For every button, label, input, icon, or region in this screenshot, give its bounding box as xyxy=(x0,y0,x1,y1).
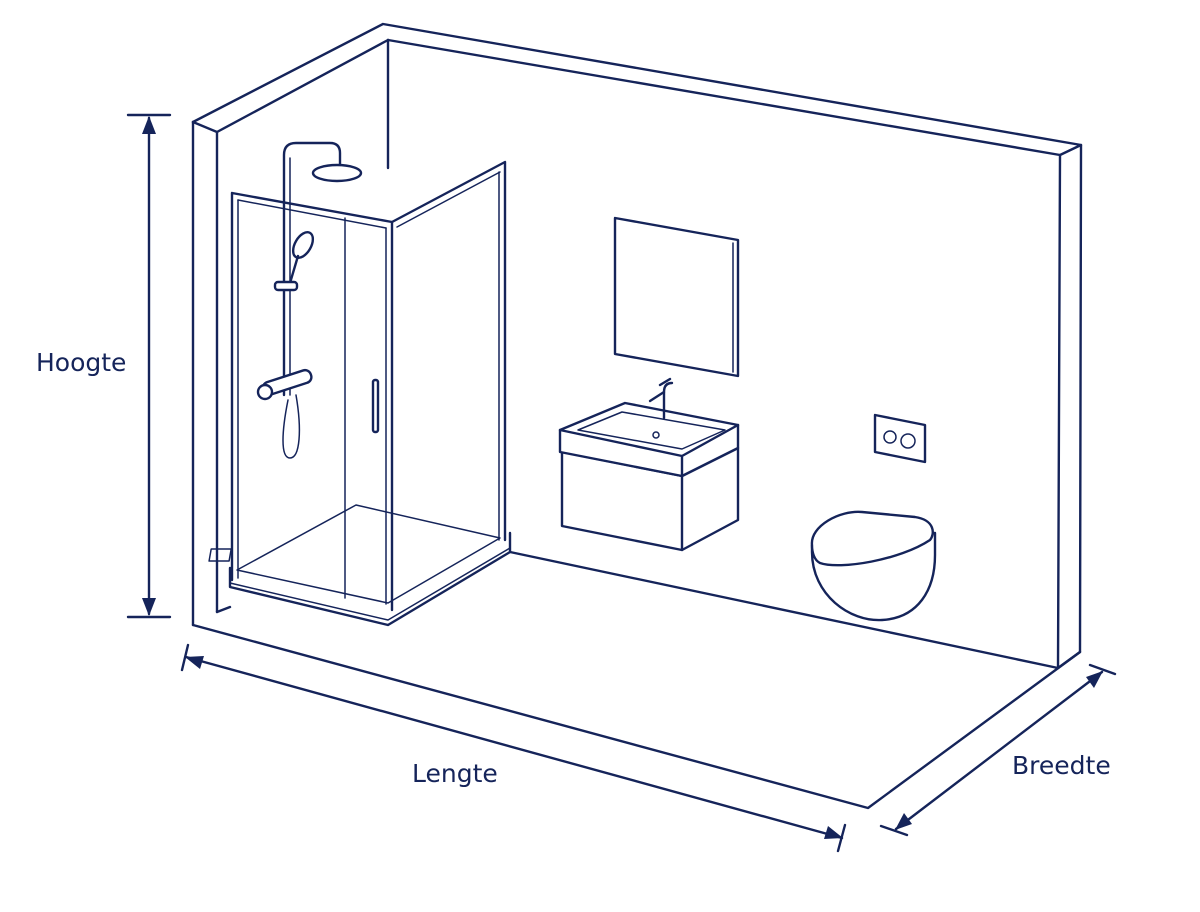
glass-panel-front-top-inner xyxy=(237,199,387,229)
flush-plate xyxy=(873,413,927,464)
washbasin-drain xyxy=(652,431,660,439)
left-wall-inner-top xyxy=(215,38,390,134)
height-dimension: Hoogte xyxy=(36,113,172,619)
width-arrowhead-bottom xyxy=(895,813,912,830)
thermostat-knob xyxy=(256,383,274,401)
back-wall xyxy=(386,38,1062,670)
shower-enclosure xyxy=(208,141,512,627)
width-arrow-line xyxy=(894,670,1104,831)
mirror-frame xyxy=(613,216,740,378)
width-arrowhead-top xyxy=(1086,671,1103,688)
flush-button-large xyxy=(900,433,916,449)
shower-door-handle xyxy=(371,378,380,434)
height-arrowhead-top xyxy=(142,116,156,134)
left-wall-cap xyxy=(191,120,219,134)
toilet-lid xyxy=(810,510,934,567)
length-arrowhead-right xyxy=(824,826,843,839)
hand-shower-handle xyxy=(288,254,300,285)
glass-panel-side-inner xyxy=(396,171,501,228)
height-label: Hoogte xyxy=(36,348,126,377)
width-tick-bottom xyxy=(879,824,909,837)
floor-outline xyxy=(191,623,1082,810)
length-arrowhead-left xyxy=(185,656,204,669)
wall-top-edge xyxy=(191,22,1083,147)
vanity-unit xyxy=(558,377,740,552)
glass-panel-front xyxy=(230,191,394,612)
rain-shower-head xyxy=(311,163,363,183)
length-arrow-line xyxy=(184,655,844,840)
washbasin-rim xyxy=(558,423,740,478)
width-tick-top xyxy=(1088,663,1117,676)
shower-slider xyxy=(273,280,299,292)
washbasin-bowl xyxy=(577,411,726,450)
width-dimension: Breedte xyxy=(879,663,1117,837)
height-arrowhead-bottom xyxy=(142,598,156,616)
shower-drain xyxy=(208,548,232,562)
length-dimension: Lengte xyxy=(180,643,847,853)
flush-button-small xyxy=(883,430,897,444)
right-wall-cap xyxy=(1056,143,1083,670)
faucet-lever xyxy=(658,377,672,387)
faucet-spout xyxy=(648,390,666,403)
hand-shower-head xyxy=(291,231,315,259)
shower-riser-pipe xyxy=(282,141,342,397)
length-label: Lengte xyxy=(412,759,498,788)
width-label: Breedte xyxy=(1012,751,1111,780)
shower-tray xyxy=(228,531,512,627)
room-walls xyxy=(191,22,1083,810)
washbasin xyxy=(558,401,740,478)
shower-tray-edge xyxy=(229,547,511,621)
shower-tray-top xyxy=(236,504,501,604)
wall-hung-toilet xyxy=(810,413,937,622)
floor-back-edge xyxy=(508,550,1060,670)
mirror xyxy=(613,216,740,378)
left-wall-foot xyxy=(215,605,232,614)
shower-hose xyxy=(282,394,301,459)
glass-panel-side xyxy=(390,160,507,542)
